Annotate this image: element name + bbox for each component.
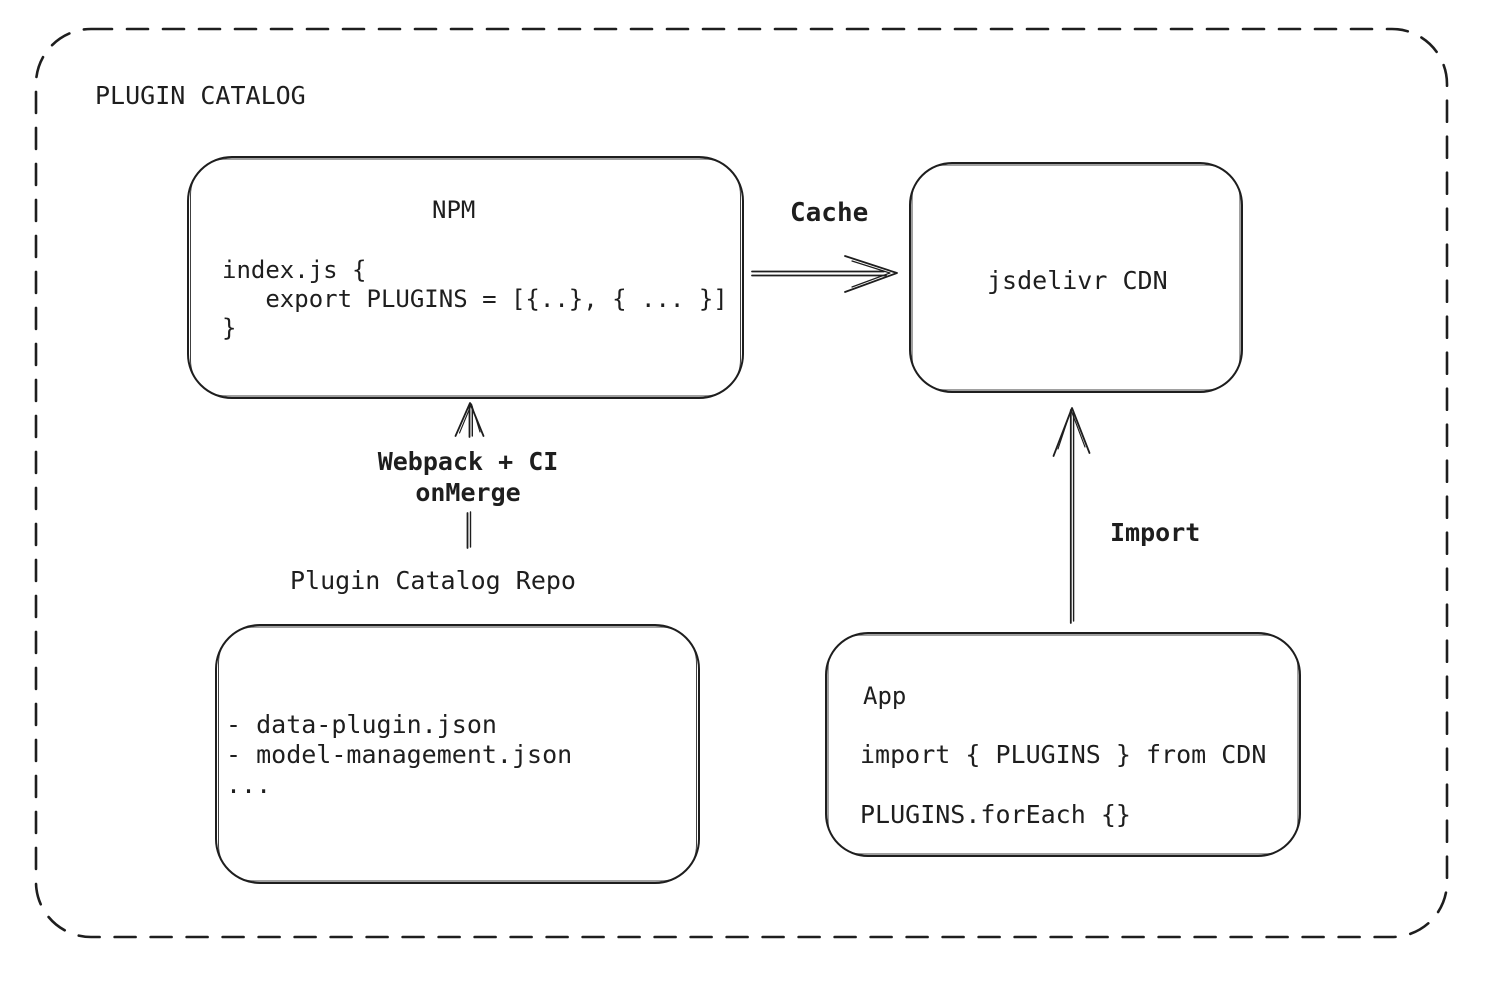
repo-label: Plugin Catalog Repo — [290, 566, 576, 595]
repo-box — [215, 624, 700, 884]
repo-files: - data-plugin.json - model-management.js… — [226, 710, 573, 799]
app-code-line-2: PLUGINS.forEach {} — [860, 800, 1131, 829]
catalog-title: PLUGIN CATALOG — [95, 81, 306, 110]
cdn-box — [909, 162, 1243, 393]
cache-arrow — [751, 255, 898, 293]
npm-code: index.js { export PLUGINS = [{..}, { ...… — [222, 256, 728, 342]
npm-title: NPM — [432, 196, 476, 224]
cdn-label: jsdelivr CDN — [987, 266, 1168, 295]
build-arrow — [454, 402, 485, 549]
app-code-line-1: import { PLUGINS } from CDN — [860, 740, 1267, 769]
build-arrow-label: Webpack + CI onMerge — [377, 447, 559, 507]
catalog-frame-border — [34, 27, 1449, 939]
cache-arrow-label: Cache — [790, 198, 869, 228]
app-box — [825, 632, 1301, 857]
npm-box — [187, 156, 744, 399]
app-title: App — [863, 682, 907, 710]
import-arrow-label: Import — [1110, 518, 1201, 547]
import-arrow — [1052, 407, 1091, 624]
